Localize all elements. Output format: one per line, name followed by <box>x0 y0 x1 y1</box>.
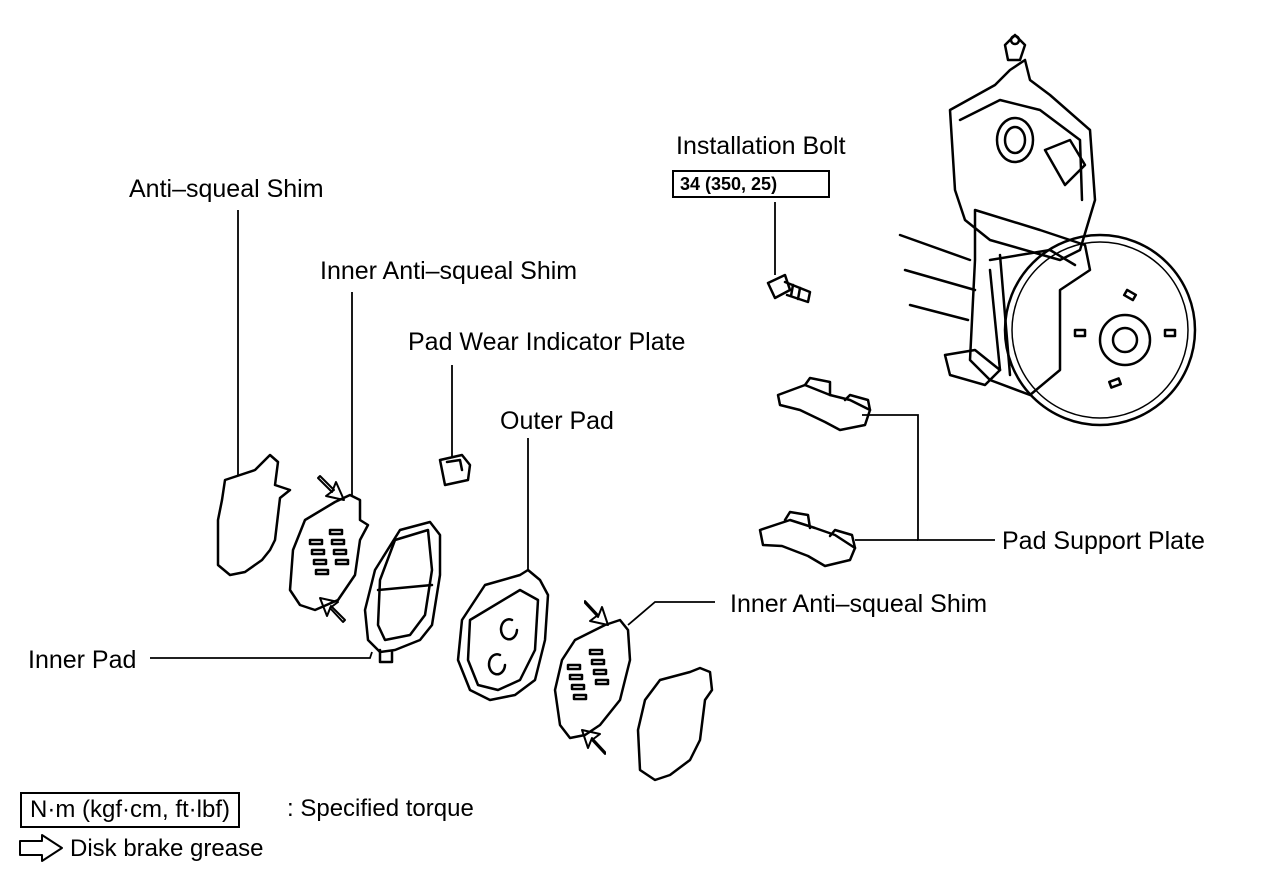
pad-support-plate-lower <box>758 510 857 568</box>
leader-lines <box>150 202 995 659</box>
legend-torque-box: N·m (kgf·cm, ft·lbf) <box>20 792 240 828</box>
inner-anti-squeal-shim-top <box>288 493 370 612</box>
legend-torque-desc: : Specified torque <box>287 795 474 822</box>
label-inner-anti-squeal-shim-top: Inner Anti–squeal Shim <box>320 257 578 285</box>
label-pad-support-plate: Pad Support Plate <box>1002 527 1205 555</box>
anti-squeal-shim-right <box>636 666 714 782</box>
outer-pad <box>456 568 550 702</box>
pad-support-plate-upper <box>776 376 872 432</box>
inner-pad <box>363 520 442 664</box>
grease-arrows <box>19 475 609 862</box>
pad-wear-indicator-plate <box>438 453 472 487</box>
anti-squeal-shim-left <box>216 453 292 577</box>
inner-anti-squeal-shim-bottom <box>553 618 632 740</box>
label-outer-pad: Outer Pad <box>500 407 614 435</box>
label-anti-squeal-shim: Anti–squeal Shim <box>129 175 324 203</box>
caliper-disc-assembly <box>898 33 1197 427</box>
label-pad-wear-indicator-plate: Pad Wear Indicator Plate <box>408 328 686 356</box>
label-inner-anti-squeal-shim-bottom: Inner Anti–squeal Shim <box>730 590 988 618</box>
label-inner-pad: Inner Pad <box>28 646 137 674</box>
installation-bolt-torque-box: 34 (350, 25) <box>672 170 830 198</box>
label-installation-bolt: Installation Bolt <box>676 132 846 160</box>
installation-bolt <box>766 273 812 304</box>
legend-grease-desc: Disk brake grease <box>70 835 264 862</box>
